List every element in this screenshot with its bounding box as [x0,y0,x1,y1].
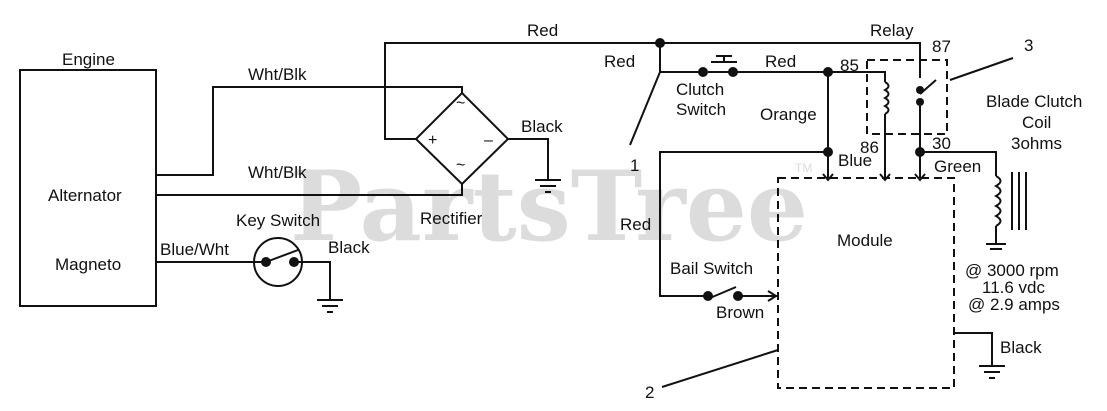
label-pin-87: 87 [932,37,951,56]
relay-box [866,59,948,135]
label-clutch-switch-1: Clutch [676,80,724,99]
label-spec-2: 11.6 vdc [982,278,1046,297]
junction-dots [261,38,925,301]
module-box [777,177,955,389]
label-pin-30: 30 [932,134,951,153]
label-black-key: Black [328,238,370,257]
label-spec-1: @ 3000 rpm [965,261,1059,280]
label-bail-switch: Bail Switch [670,259,753,278]
wire-black-rectifier [508,138,549,180]
wire-black-key [294,261,331,300]
rectifier-minus: – [484,132,493,149]
rectifier-symbol [414,91,510,186]
wire-green [920,151,997,176]
wire-black-module [954,332,993,366]
label-black-module: Black [1000,338,1042,357]
label-magneto: Magneto [55,255,121,274]
wire-blue [659,151,828,297]
rectifier-ac-bottom: ~ [456,157,465,174]
label-engine: Engine [62,50,115,69]
label-black-rectifier: Black [521,117,563,136]
wire-red-left [659,43,700,73]
label-callout-3: 3 [1024,36,1033,55]
label-module: Module [837,231,893,250]
label-red-clutch: Red [765,52,796,71]
label-clutch-switch-2: Switch [676,100,726,119]
label-callout-1: 1 [630,156,639,175]
label-brown: Brown [716,303,764,322]
label-relay: Relay [870,21,914,40]
blade-clutch-coil [993,175,1002,244]
engine-block [19,69,157,307]
label-callout-2: 2 [645,383,654,402]
label-blue: Blue [838,151,872,170]
label-red-left: Red [620,215,651,234]
ground-symbols [317,179,1006,379]
module-arrows [767,173,926,302]
label-red-node: Red [604,52,635,71]
label-blade-clutch-3: 3ohms [1011,134,1062,153]
wire-red-top [384,42,921,140]
label-blue-wht: Blue/Wht [160,240,229,259]
watermark-tm: TM [795,161,812,175]
label-alternator: Alternator [48,186,122,205]
label-pin-85: 85 [840,56,859,75]
wire-wht-blk-top [156,86,463,176]
label-key-switch: Key Switch [236,211,320,230]
label-spec-3: @ 2.9 amps [968,295,1060,314]
rectifier-ac-top: ~ [456,95,465,112]
wire-wht-blk-bottom [156,184,463,196]
callout-3-leader [949,57,1014,81]
label-orange: Orange [760,105,817,124]
label-green: Green [934,157,981,176]
label-blade-clutch-1: Blade Clutch [986,92,1082,111]
callout-1-leader [629,71,661,146]
rectifier-marks: ~ ~ + – [428,95,493,174]
label-wht-blk-bottom: Wht/Blk [248,163,307,182]
label-pin-86: 86 [860,138,879,157]
rectifier-plus: + [428,132,437,149]
label-blade-clutch-2: Coil [1022,113,1051,132]
wire-relay-85 [828,71,886,82]
bail-switch-arm [709,286,737,299]
label-red-top: Red [527,21,558,40]
label-rectifier: Rectifier [420,209,483,228]
callout-2-leader [661,349,779,388]
labels: Engine Alternator Magneto Wht/Blk Wht/Bl… [48,21,1082,402]
label-wht-blk-top: Wht/Blk [248,65,307,84]
key-switch-arm [265,249,299,263]
relay-coil [882,81,890,115]
